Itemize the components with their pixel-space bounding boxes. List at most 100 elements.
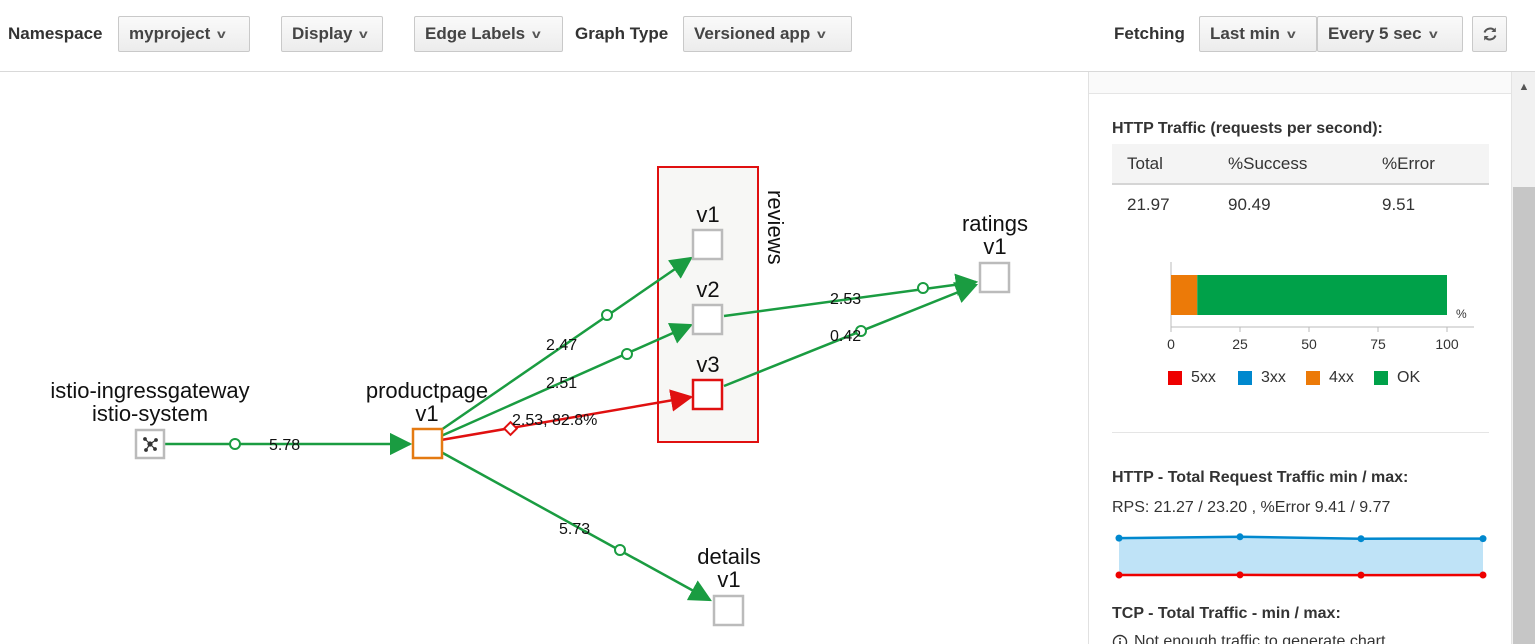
- tcp-traffic-title: TCP - Total Traffic - min / max:: [1112, 605, 1341, 622]
- graph-type-dropdown[interactable]: Versioned app v: [683, 16, 852, 52]
- sparkline-point-error: [1479, 571, 1487, 579]
- http-traffic-title: HTTP Traffic (requests per second):: [1112, 120, 1383, 137]
- node-label-line1: productpage: [366, 378, 488, 403]
- node-box[interactable]: [691, 303, 724, 336]
- edge-error-marker: [502, 420, 519, 437]
- edge-reviews-v3-ratings[interactable]: [723, 282, 979, 388]
- namespace-dropdown[interactable]: myproject v: [118, 16, 250, 52]
- sparkline-point-rps: [1115, 534, 1123, 542]
- service-graph[interactable]: reviews 5.78 2.47 2.51 2.53, 82.8% 2.53 …: [0, 72, 1088, 644]
- table-header-error: %Error: [1382, 154, 1435, 173]
- table-header-success: %Success: [1228, 154, 1308, 173]
- interval-value: Every 5 sec: [1328, 24, 1422, 43]
- node-ratings[interactable]: ratings v1: [962, 211, 1028, 294]
- node-productpage[interactable]: productpage v1: [366, 378, 488, 460]
- legend-swatch: [1306, 371, 1320, 385]
- sparkline-point-rps: [1236, 533, 1244, 541]
- edge-label-reviews-v2-ratings: 2.53: [830, 291, 861, 308]
- toolbar: Namespace myproject v Display v Edge Lab…: [0, 0, 1535, 72]
- chevron-down-icon: v: [1286, 27, 1296, 41]
- interval-dropdown[interactable]: Every 5 sec v: [1317, 16, 1463, 52]
- bar-segment-ok: [1197, 275, 1447, 315]
- node-label-line1: istio-ingressgateway: [50, 378, 249, 403]
- chevron-down-icon: v: [532, 27, 541, 41]
- bar-chart-tick-label: 50: [1301, 336, 1317, 352]
- node-box-error[interactable]: [691, 378, 724, 411]
- bar-chart-unit-label: %: [1456, 307, 1467, 321]
- duration-dropdown[interactable]: Last min v: [1199, 16, 1317, 52]
- namespace-label: Namespace: [8, 24, 103, 43]
- total-traffic-title: HTTP - Total Request Traffic min / max:: [1112, 469, 1409, 486]
- node-box[interactable]: [712, 594, 745, 627]
- edge-label-reviews-v3-ratings: 0.42: [830, 328, 861, 345]
- summary-panel: HTTP Traffic (requests per second): Tota…: [1088, 72, 1512, 644]
- scrollbar-thumb[interactable]: [1513, 187, 1535, 644]
- node-box[interactable]: [691, 228, 724, 261]
- total-traffic-text: RPS: 21.27 / 23.20 , %Error 9.41 / 9.77: [1112, 499, 1391, 516]
- table-header-total: Total: [1127, 154, 1163, 173]
- edge-traffic-dot: [614, 544, 626, 556]
- sparkline-point-rps: [1357, 535, 1365, 543]
- graph-type-label: Graph Type: [575, 24, 669, 43]
- node-box[interactable]: [978, 261, 1011, 294]
- node-reviews-v2[interactable]: v2: [691, 277, 724, 336]
- sparkline-point-error: [1115, 571, 1123, 579]
- sparkline-point-error: [1236, 571, 1244, 579]
- edge-reviews-v2-ratings[interactable]: [723, 273, 979, 318]
- table-cell-success: 90.49: [1228, 195, 1271, 214]
- panel-scrollbar[interactable]: ▲: [1511, 72, 1535, 644]
- edge-label-productpage-reviews-v3: 2.51: [546, 375, 577, 392]
- edge-productpage-details[interactable]: [440, 450, 712, 602]
- refresh-button[interactable]: [1472, 16, 1507, 52]
- duration-value: Last min: [1210, 24, 1280, 43]
- legend-item-ok: OK: [1374, 369, 1420, 387]
- legend-label: OK: [1397, 369, 1421, 386]
- legend-label: 4xx: [1329, 369, 1354, 386]
- sparkline-point-rps: [1479, 535, 1487, 543]
- edge-label-ingress-productpage: 5.78: [269, 437, 300, 454]
- node-reviews-v3[interactable]: v3: [691, 352, 724, 411]
- node-label: v3: [696, 352, 719, 377]
- edge-productpage-reviews-v2[interactable]: [440, 322, 694, 438]
- refresh-icon: [1483, 27, 1496, 41]
- legend-swatch: [1374, 371, 1388, 385]
- sparkline-point-error: [1357, 571, 1365, 579]
- edge-label-productpage-details: 5.73: [559, 521, 590, 538]
- scroll-up-arrow-icon[interactable]: ▲: [1518, 81, 1530, 93]
- legend-label: 5xx: [1191, 369, 1216, 386]
- edge-traffic-dot: [855, 325, 867, 337]
- edge-productpage-reviews-v1[interactable]: [440, 256, 693, 432]
- node-reviews-v1[interactable]: v1: [691, 202, 724, 261]
- edge-traffic-dot: [917, 282, 929, 294]
- bar-chart-tick-label: 100: [1435, 336, 1459, 352]
- reviews-group-label: reviews: [763, 190, 788, 265]
- node-label-line2: v1: [717, 567, 740, 592]
- legend-item-5xx: 5xx: [1168, 369, 1216, 387]
- node-box-selected[interactable]: [411, 427, 444, 460]
- graph-type-value: Versioned app: [694, 24, 811, 43]
- fetching-label: Fetching: [1114, 24, 1185, 43]
- edge-labels-dropdown[interactable]: Edge Labels v: [414, 16, 563, 52]
- legend-item-4xx: 4xx: [1306, 369, 1354, 387]
- display-label: Display: [292, 24, 353, 43]
- bar-chart-tick-label: 25: [1232, 336, 1248, 352]
- bar-segment-4xx: [1171, 275, 1198, 315]
- display-dropdown[interactable]: Display v: [281, 16, 383, 52]
- node-details[interactable]: details v1: [697, 544, 761, 627]
- node-label: v2: [696, 277, 719, 302]
- bar-chart-tick-label: 0: [1167, 336, 1175, 352]
- node-label-line2: istio-system: [92, 401, 208, 426]
- tcp-traffic-message: Not enough traffic to generate chart.: [1112, 633, 1390, 644]
- edge-productpage-reviews-v3[interactable]: [440, 389, 694, 442]
- ingress-gateway-icon: [143, 437, 158, 452]
- tcp-traffic-text: Not enough traffic to generate chart.: [1134, 633, 1390, 644]
- panel-header: [1089, 72, 1512, 94]
- edge-traffic-dot: [229, 438, 241, 450]
- node-label-line1: ratings: [962, 211, 1028, 236]
- node-istio-ingressgateway[interactable]: istio-ingressgateway istio-system: [50, 378, 250, 460]
- sparkline-area: [1119, 536, 1483, 576]
- section-divider: [1112, 432, 1489, 433]
- edge-traffic-dot: [601, 309, 613, 321]
- total-traffic-sparkline: [1115, 533, 1487, 579]
